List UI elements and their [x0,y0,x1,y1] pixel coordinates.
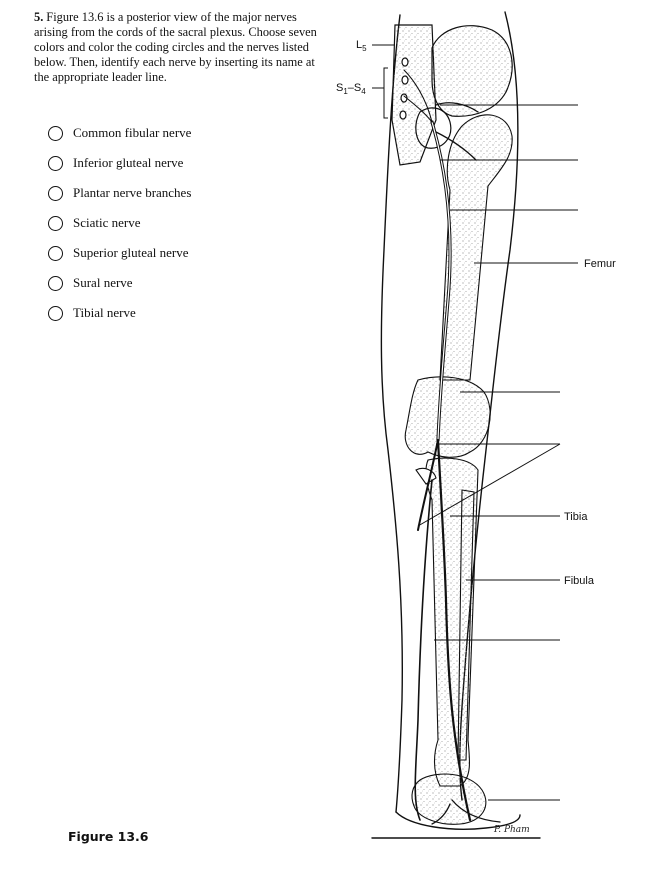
coding-label: Plantar nerve branches [73,185,192,200]
coding-item-sural: Sural nerve [48,268,288,298]
nerve-coding-list: Common fibular nerve Inferior gluteal ne… [48,118,288,328]
coding-item-plantar: Plantar nerve branches [48,178,288,208]
coding-label: Inferior gluteal nerve [73,155,184,170]
lower-leg-bones [415,457,479,787]
leader-lines [417,104,578,801]
l5-main: L [356,39,362,51]
inferior-gluteal-nerve [435,131,477,161]
level-label-s1-s4: S1–S4 [336,67,388,119]
coding-label: Common fibular nerve [73,125,192,140]
pelvis [391,24,513,166]
fibula-label: Fibula [564,575,595,587]
coding-circle[interactable] [48,185,63,201]
coding-circle[interactable] [48,155,63,171]
s1-main: S [336,82,343,94]
coding-label: Sciatic nerve [73,215,141,230]
coding-item-tibial: Tibial nerve [48,298,288,328]
sural-nerve [414,479,433,821]
femur-label: Femur [584,258,616,270]
coding-circle[interactable] [48,275,63,291]
level-label-l5: L5 [356,39,395,53]
nerves [403,69,501,825]
coding-label: Tibial nerve [73,305,136,320]
question-body: Figure 13.6 is a posterior view of the m… [34,10,317,84]
question-text: 5.Figure 13.6 is a posterior view of the… [34,10,324,85]
artist-signature: P. Pham [493,825,530,835]
tibial-nerve [436,438,472,822]
femur-bone [404,114,513,458]
leader-line-5b[interactable] [417,443,561,527]
coding-circle[interactable] [48,125,63,141]
coding-item-superior-gluteal: Superior gluteal nerve [48,238,288,268]
coding-label: Sural nerve [73,275,133,290]
coding-circle[interactable] [48,245,63,261]
coding-item-sciatic: Sciatic nerve [48,208,288,238]
sciatic-nerve-inner [431,121,451,441]
figure-caption: Figure 13.6 [68,829,149,844]
coding-item-common-fibular: Common fibular nerve [48,118,288,148]
s1-sub: 1 [343,87,348,96]
question-number: 5. [34,10,44,24]
sacral-bracket [372,67,388,119]
s-dash: –S [348,82,361,94]
cord-lines [403,69,433,123]
superior-gluteal-nerve [435,102,479,113]
coding-item-inferior-gluteal: Inferior gluteal nerve [48,148,288,178]
plantar-nerve-branches [431,799,501,825]
svg-text:L5: L5 [356,39,367,53]
svg-text:S1–S4: S1–S4 [336,82,366,96]
s4-sub: 4 [361,87,366,96]
coding-label: Superior gluteal nerve [73,245,189,260]
coding-circle[interactable] [48,305,63,321]
tibia-label: Tibia [564,511,588,523]
l5-sub: 5 [362,44,367,53]
common-fibular-nerve [417,439,439,531]
coding-circle[interactable] [48,215,63,231]
